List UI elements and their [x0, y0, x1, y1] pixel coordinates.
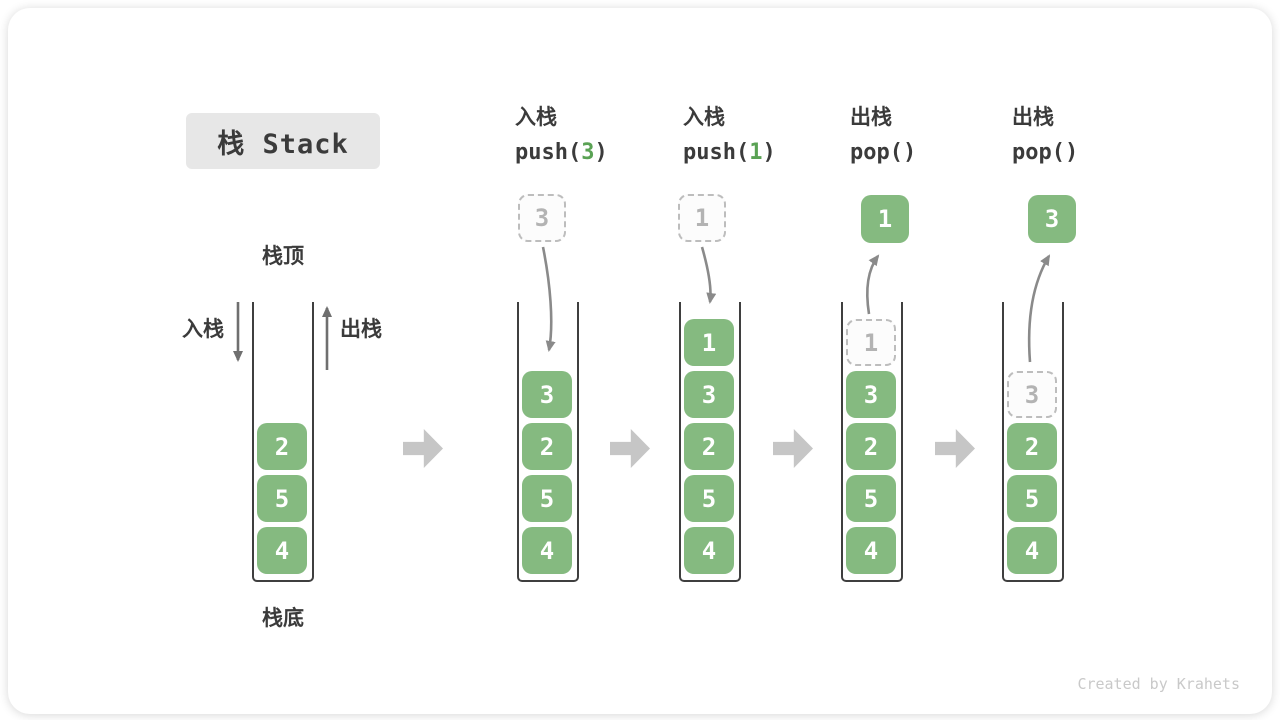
stack-item: 2 — [1007, 423, 1057, 470]
stack-item: 5 — [684, 475, 734, 522]
stack-item: 5 — [846, 475, 896, 522]
stack-item: 5 — [1007, 475, 1057, 522]
code-pre: push( — [683, 140, 750, 165]
popped-item: 1 — [861, 195, 909, 243]
stack-item: 4 — [257, 527, 307, 574]
push-direction-label: 入栈 — [182, 318, 224, 341]
stack-item: 4 — [846, 527, 896, 574]
stack-after-push-3: 3 2 5 4 — [517, 302, 579, 582]
removed-item-ghost: 1 — [846, 319, 896, 366]
step-header-push-1: 入栈 push(1) — [683, 105, 833, 165]
stack-item: 2 — [684, 423, 734, 470]
stack-item: 4 — [1007, 527, 1057, 574]
stack-after-push-1: 1 3 2 5 4 — [679, 302, 741, 582]
stack-initial: 2 5 4 — [252, 302, 314, 582]
removed-item-ghost: 3 — [1007, 371, 1057, 418]
stack-after-pop-3: 3 2 5 4 — [1002, 302, 1064, 582]
code-pre: pop( — [850, 140, 903, 165]
step-code: push(3) — [515, 140, 665, 165]
stack-after-pop-1: 1 3 2 5 4 — [841, 302, 903, 582]
stack-item: 5 — [257, 475, 307, 522]
stack-item: 2 — [522, 423, 572, 470]
code-post: ) — [594, 140, 608, 165]
step-label: 入栈 — [515, 106, 557, 129]
stack-item: 4 — [522, 527, 572, 574]
stack-bottom-label: 栈底 — [262, 607, 304, 630]
step-code: push(1) — [683, 140, 833, 165]
stack-item: 4 — [684, 527, 734, 574]
step-header-pop-2: 出栈 pop() — [1012, 105, 1162, 165]
code-pre: pop( — [1012, 140, 1065, 165]
code-post: ) — [1064, 140, 1079, 165]
stack-top-label: 栈顶 — [262, 245, 304, 268]
incoming-item-ghost: 1 — [678, 194, 726, 242]
title-badge: 栈 Stack — [186, 113, 380, 169]
step-label: 出栈 — [1012, 106, 1054, 129]
step-label: 入栈 — [683, 106, 725, 129]
step-code: pop() — [850, 140, 1000, 165]
popped-item: 3 — [1028, 195, 1076, 243]
code-post: ) — [762, 140, 776, 165]
code-arg: 1 — [749, 140, 763, 165]
step-label: 出栈 — [850, 106, 892, 129]
code-pre: push( — [515, 140, 582, 165]
code-post: ) — [902, 140, 917, 165]
step-header-pop-1: 出栈 pop() — [850, 105, 1000, 165]
stack-item: 3 — [522, 371, 572, 418]
step-header-push-3: 入栈 push(3) — [515, 105, 665, 165]
stack-item: 2 — [257, 423, 307, 470]
stack-item: 2 — [846, 423, 896, 470]
code-arg: 3 — [581, 140, 595, 165]
incoming-item-ghost: 3 — [518, 194, 566, 242]
stack-item: 5 — [522, 475, 572, 522]
stack-item: 3 — [846, 371, 896, 418]
stack-item: 3 — [684, 371, 734, 418]
pop-direction-label: 出栈 — [340, 318, 382, 341]
step-code: pop() — [1012, 140, 1162, 165]
watermark: Created by Krahets — [1077, 675, 1240, 693]
stack-item: 1 — [684, 319, 734, 366]
